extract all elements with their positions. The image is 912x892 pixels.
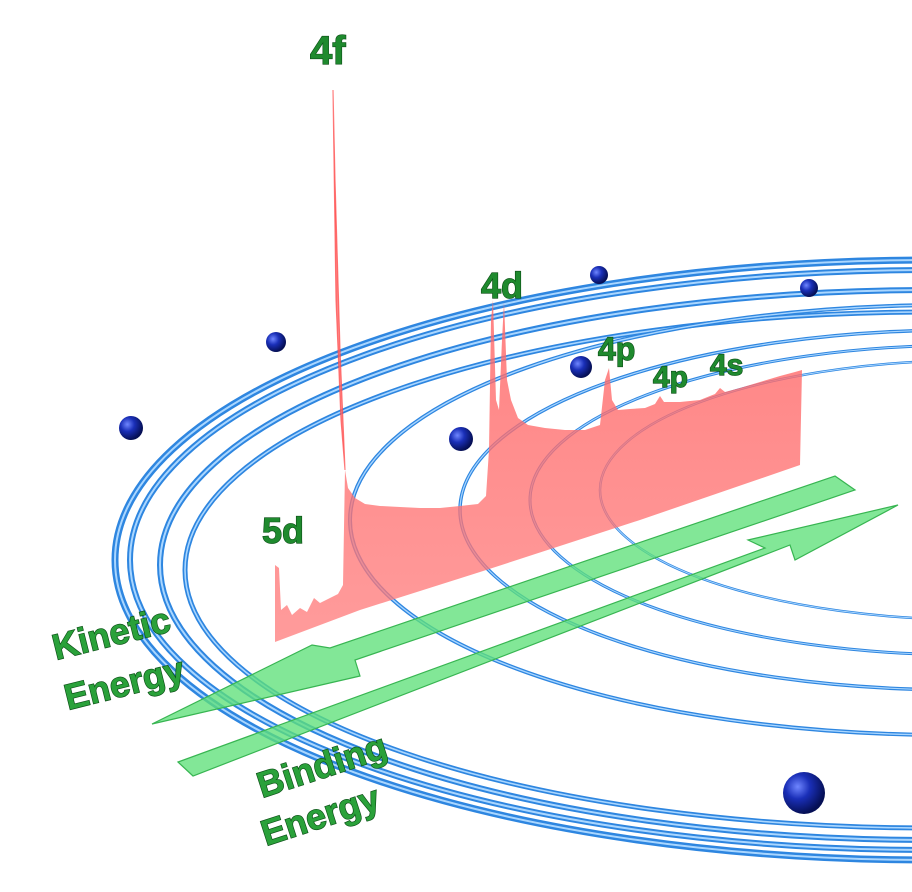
label-4d: 4d bbox=[481, 265, 523, 306]
label-4s: 4s bbox=[710, 349, 743, 382]
electrons bbox=[119, 266, 825, 814]
electron bbox=[119, 416, 143, 440]
label-4p-b: 4p bbox=[653, 361, 688, 394]
electron bbox=[449, 427, 473, 451]
electron bbox=[783, 772, 825, 814]
electron bbox=[570, 356, 592, 378]
label-5d: 5d bbox=[262, 510, 304, 551]
orbit-ring-middle bbox=[157, 287, 912, 843]
orbit-ring-outer bbox=[111, 256, 912, 864]
binding-energy-arrow bbox=[176, 504, 899, 777]
energy-arrows bbox=[151, 475, 899, 777]
electron bbox=[800, 279, 818, 297]
label-4f: 4f bbox=[310, 29, 346, 73]
spectrum-edge bbox=[332, 89, 346, 471]
electron bbox=[266, 332, 286, 352]
peak-labels: 4f 4d 4p 4p 4s 5d bbox=[261, 28, 744, 551]
xps-spectrum bbox=[275, 89, 802, 642]
label-4p-a: 4p bbox=[598, 331, 635, 367]
spectrum-fill bbox=[275, 90, 802, 642]
electron bbox=[590, 266, 608, 284]
kinetic-energy-arrow bbox=[151, 475, 857, 725]
